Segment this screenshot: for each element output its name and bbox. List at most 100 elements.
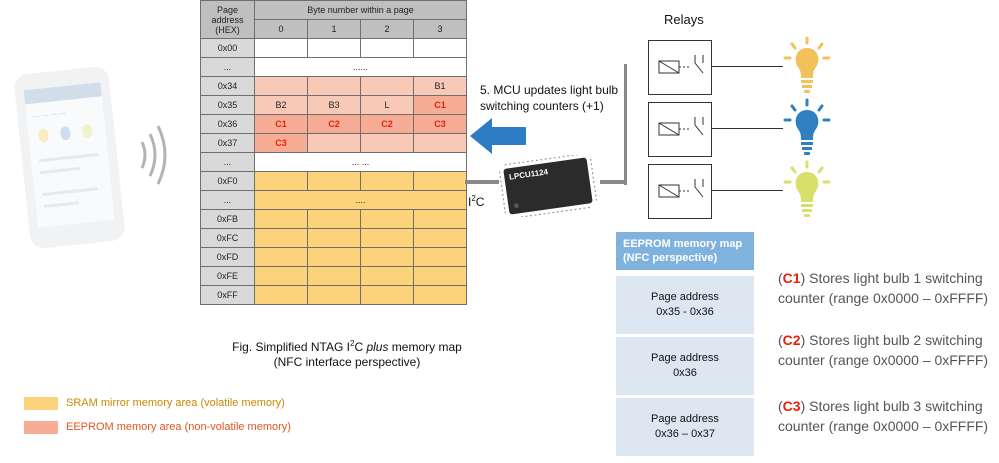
page-address-cell: 0xF0: [200, 171, 255, 191]
byte-cell: [254, 38, 308, 58]
byte-cell: L: [360, 95, 414, 115]
counter-description-c1: (C1) Stores light bulb 1 switching count…: [778, 270, 989, 306]
byte-cell: C3: [413, 114, 467, 134]
relay-symbol-icon: [658, 55, 704, 74]
relay-wire: [711, 190, 783, 191]
page-address-cell: 0xFC: [200, 228, 255, 248]
byte-cell: [307, 285, 361, 305]
eeprom-map-cell-line1: Page address: [651, 291, 719, 303]
byte-cell: [307, 171, 361, 191]
byte-cell: [413, 133, 467, 153]
byte-cell: C1: [413, 95, 467, 115]
relay-3: [648, 164, 712, 219]
table-row: .......: [200, 190, 467, 210]
table-row: 0xFD: [200, 247, 467, 267]
light-bulb-icon: [783, 36, 831, 93]
relay-symbol-icon: [658, 179, 704, 198]
byte-cell: [307, 247, 361, 267]
smartphone-illustration: — — — —: [13, 65, 126, 250]
relay-bus-vertical: [624, 64, 627, 185]
relay-wire: [711, 128, 783, 129]
byte-cell: [360, 133, 414, 153]
byte-cell: [413, 266, 467, 286]
byte-cell: B3: [307, 95, 361, 115]
table-row: 0xFC: [200, 228, 467, 248]
relay-1: [648, 40, 712, 95]
relay-wire: [711, 66, 783, 67]
table-row: 0x34 B1: [200, 76, 467, 96]
byte-cell: [413, 171, 467, 191]
table-row: 0xFB: [200, 209, 467, 229]
byte-cell: B1: [413, 76, 467, 96]
light-bulb-icon: [783, 98, 831, 155]
byte-cell: [360, 266, 414, 286]
page-address-cell: 0xFF: [200, 285, 255, 305]
table-row: ...... ...: [200, 152, 467, 172]
counter-description-c2: (C2) Stores light bulb 2 switching count…: [778, 332, 989, 368]
relays-title: Relays: [664, 12, 704, 27]
eeprom-map-cell-line2: 0x35 - 0x36: [656, 306, 714, 318]
header-byte-2: 2: [360, 19, 414, 39]
byte-cell: [307, 76, 361, 96]
byte-cell: [360, 247, 414, 267]
eeprom-map-cell-line1: Page address: [651, 413, 719, 425]
page-address-cell: 0x34: [200, 76, 255, 96]
byte-cell: [360, 171, 414, 191]
byte-cell: [254, 285, 308, 305]
header-byte-3: 3: [413, 19, 467, 39]
byte-cell: [254, 209, 308, 229]
page-address-cell: 0x35: [200, 95, 255, 115]
light-bulb-icon: [783, 160, 831, 217]
relay-2: [648, 102, 712, 157]
byte-cell: [360, 38, 414, 58]
ellipsis-cell: ......: [254, 57, 467, 77]
mcu-chip-icon: [498, 155, 598, 217]
byte-cell: B2: [254, 95, 308, 115]
header-byte-0: 0: [254, 19, 308, 39]
counter-description-c3: (C3) Stores light bulb 3 switching count…: [778, 398, 989, 434]
page-address-cell: 0xFD: [200, 247, 255, 267]
header-byte-1: 1: [307, 19, 361, 39]
byte-cell: [360, 76, 414, 96]
update-arrow-icon: [470, 118, 526, 154]
legend-swatch-sram: [24, 397, 58, 410]
byte-cell: [307, 133, 361, 153]
byte-cell: C3: [254, 133, 308, 153]
byte-cell: [254, 228, 308, 248]
byte-cell: [307, 266, 361, 286]
step5-label: 5. MCU updates light bulb switching coun…: [480, 83, 619, 113]
header-byte-number: Byte number within a page: [254, 0, 467, 20]
relay-symbol-icon: [658, 117, 704, 136]
byte-cell: [360, 285, 414, 305]
page-address-cell: 0xFB: [200, 209, 255, 229]
figure-caption: Fig. Simplified NTAG I2C plus memory map…: [232, 339, 462, 369]
byte-cell: [307, 209, 361, 229]
table-row: 0x00: [200, 38, 467, 58]
eeprom-map-cell-line2: 0x36: [673, 367, 697, 379]
eeprom-map-cell-line2: 0x36 – 0x37: [655, 428, 715, 440]
page-address-cell: ...: [200, 190, 255, 210]
memory-map-table: Page address (HEX) Byte number within a …: [200, 0, 467, 305]
byte-cell: [413, 209, 467, 229]
byte-cell: C2: [360, 114, 414, 134]
legend-swatch-eeprom: [24, 421, 58, 434]
byte-cell: [307, 228, 361, 248]
byte-cell: [254, 247, 308, 267]
relay-bus-line: [600, 180, 624, 184]
table-row: .........: [200, 57, 467, 77]
page-address-cell: ...: [200, 57, 255, 77]
i2c-label: I2C: [468, 194, 485, 209]
byte-cell: [413, 247, 467, 267]
table-row: 0xFE: [200, 266, 467, 286]
byte-cell: C2: [307, 114, 361, 134]
eeprom-map-title: EEPROM memory map (NFC perspective): [616, 232, 754, 270]
byte-cell: [254, 266, 308, 286]
table-row: 0xFF: [200, 285, 467, 305]
page-address-cell: 0x00: [200, 38, 255, 58]
legend-label-eeprom: EEPROM memory area (non-volatile memory): [66, 421, 291, 433]
header-page-address: Page address (HEX): [200, 0, 255, 39]
